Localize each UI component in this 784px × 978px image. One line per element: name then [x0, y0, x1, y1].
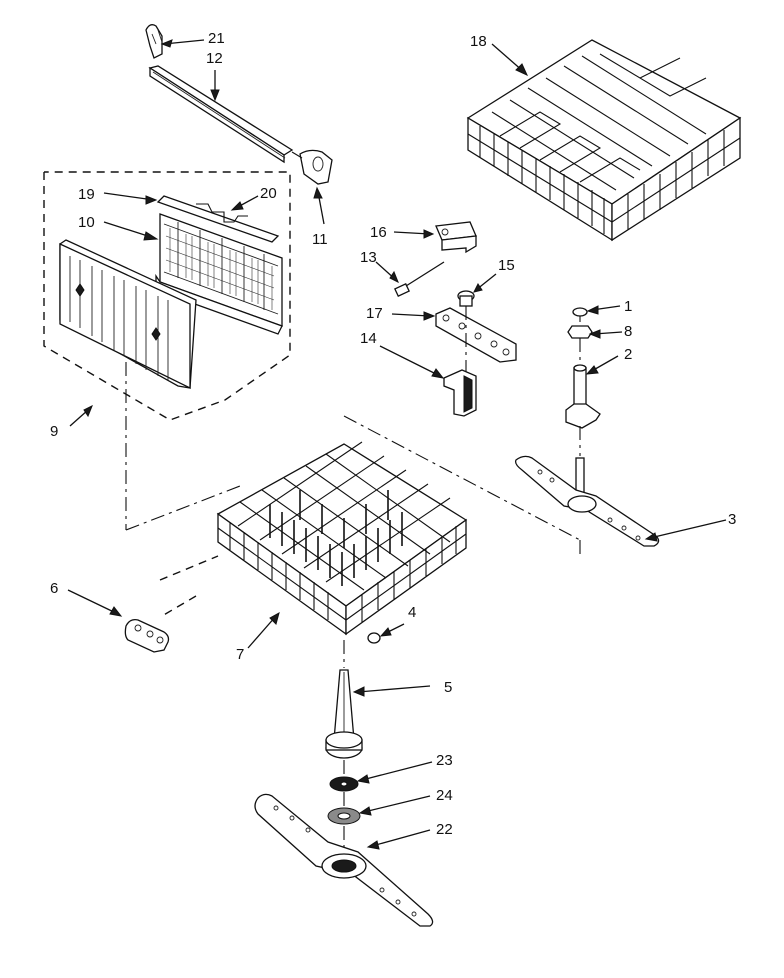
callout-18: 18: [470, 33, 487, 50]
callout-8: 8: [624, 323, 632, 340]
callout-15: 15: [498, 257, 515, 274]
callout-1: 1: [624, 298, 632, 315]
nut-part-4: [367, 623, 405, 644]
assembly-group-9: [43, 171, 291, 427]
bracket-part-14: [379, 306, 477, 417]
callout-23: 23: [436, 752, 453, 769]
cap-part-15: [457, 273, 497, 307]
callout-9: 9: [50, 423, 58, 440]
spray-arm-assembly-upper: [514, 305, 727, 547]
callout-5: 5: [444, 679, 452, 696]
callout-6: 6: [50, 580, 58, 597]
callout-21: 21: [208, 30, 225, 47]
rail-part-12: [145, 24, 333, 225]
panel-part-9: [59, 239, 241, 531]
callout-labels: 21 12 19 20 10 11 9 18 16 13 15 17 14 1 …: [50, 30, 736, 838]
callout-13: 13: [360, 249, 377, 266]
callout-22: 22: [436, 821, 453, 838]
callout-12: 12: [206, 50, 223, 67]
callout-17: 17: [366, 305, 383, 322]
grille-part-10: [103, 192, 283, 335]
callout-3: 3: [728, 511, 736, 528]
callout-16: 16: [370, 224, 387, 241]
spray-arm-assembly-lower: [254, 640, 434, 927]
callout-2: 2: [624, 346, 632, 363]
upper-rack-part-18: [466, 39, 742, 242]
callout-14: 14: [360, 330, 377, 347]
callout-11: 11: [312, 231, 328, 248]
wheel-part-6: [67, 589, 197, 653]
callout-10: 10: [78, 214, 95, 231]
callout-4: 4: [408, 604, 416, 621]
screw-part-13: [375, 261, 445, 298]
callout-24: 24: [436, 787, 453, 804]
callout-20: 20: [260, 185, 277, 202]
arm-part-17: [391, 307, 517, 363]
callout-19: 19: [78, 186, 95, 203]
callout-7: 7: [236, 646, 244, 663]
bracket-part-16: [393, 221, 477, 254]
lower-rack-part-7: [159, 415, 581, 649]
